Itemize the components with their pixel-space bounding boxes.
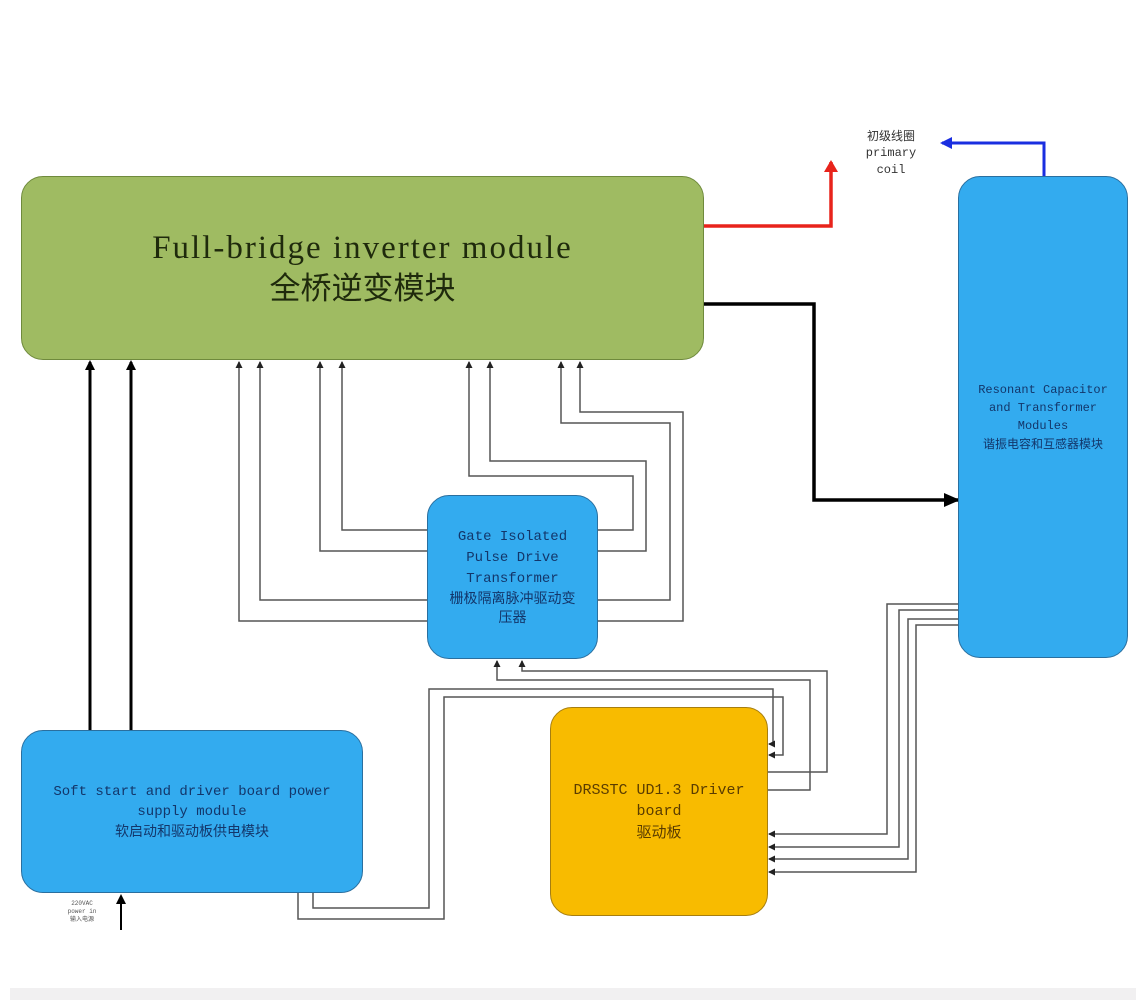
driver-title-zh: 驱动板 <box>636 823 682 841</box>
driver-to-gate-wire-2 <box>518 660 828 773</box>
resonant-title-en-1: Resonant Capacitor <box>978 383 1108 397</box>
gate-wire-1 <box>235 361 428 622</box>
feedback-wire-4 <box>768 624 958 876</box>
driver-title-en-2: board <box>636 803 682 820</box>
power-title-en-2: supply module <box>137 803 247 820</box>
gate-transformer-block: Gate Isolated Pulse Drive Transformer 栅极… <box>427 495 598 659</box>
primary-coil-en-2: coil <box>876 163 906 177</box>
gate-title-zh-1: 栅极隔离脉冲驱动变 <box>449 590 576 607</box>
footer-bar <box>10 988 1136 1000</box>
wire-inverter-to-primary-coil <box>703 160 838 228</box>
gate-wire-6 <box>486 361 647 552</box>
primary-coil-label: 初级线圈 primary coil <box>848 128 934 179</box>
ac-input-line-1: 220VAC <box>71 900 93 907</box>
gate-title-en-3: Transformer <box>466 570 559 587</box>
gate-title-en-2: Pulse Drive <box>466 549 559 566</box>
gate-wire-3 <box>316 361 428 552</box>
feedback-wire-1 <box>768 603 958 838</box>
supply-to-driver-wire-1 <box>312 688 775 909</box>
resonant-module-block: Resonant Capacitor and Transformer Modul… <box>958 176 1128 658</box>
driver-to-gate-wire-1 <box>493 660 811 791</box>
inverter-title-en: Full-bridge inverter module <box>152 230 573 266</box>
gate-title-en-1: Gate Isolated <box>457 528 568 545</box>
gate-wire-5 <box>465 361 634 531</box>
gate-wire-2 <box>256 361 428 601</box>
power-title-zh: 软启动和驱动板供电模块 <box>115 823 269 840</box>
driver-title-en-1: DRSSTC UD1.3 Driver <box>573 782 745 799</box>
ac-input-line-3: 输入电源 <box>69 916 94 923</box>
resonant-title-zh: 谐振电容和互感器模块 <box>982 437 1103 451</box>
primary-coil-zh: 初级线圈 <box>866 129 915 143</box>
inverter-module-block: Full-bridge inverter module 全桥逆变模块 <box>21 176 704 360</box>
gate-title-zh-2: 压器 <box>498 609 527 626</box>
wire-resonant-to-primary-coil <box>940 137 1046 177</box>
gate-wire-7 <box>557 361 671 601</box>
driver-board-block: DRSSTC UD1.3 Driver board 驱动板 <box>550 707 768 916</box>
gate-wire-4 <box>338 361 428 531</box>
feedback-wire-2 <box>768 609 958 851</box>
primary-coil-en-1: primary <box>865 146 917 160</box>
ac-input-line-2: power in <box>67 908 97 915</box>
power-supply-block: Soft start and driver board power supply… <box>21 730 363 893</box>
gate-wire-8 <box>576 361 684 622</box>
ac-input-label: 220VAC power in 输入电源 <box>58 900 106 924</box>
supply-to-driver-wire-2 <box>297 696 784 920</box>
resonant-title-en-3: Modules <box>1017 419 1069 433</box>
resonant-title-en-2: and Transformer <box>988 401 1098 415</box>
feedback-wire-3 <box>768 618 958 863</box>
power-title-en-1: Soft start and driver board power <box>53 783 331 800</box>
wire-inverter-to-resonant <box>703 302 960 507</box>
inverter-title-zh: 全桥逆变模块 <box>269 271 456 307</box>
